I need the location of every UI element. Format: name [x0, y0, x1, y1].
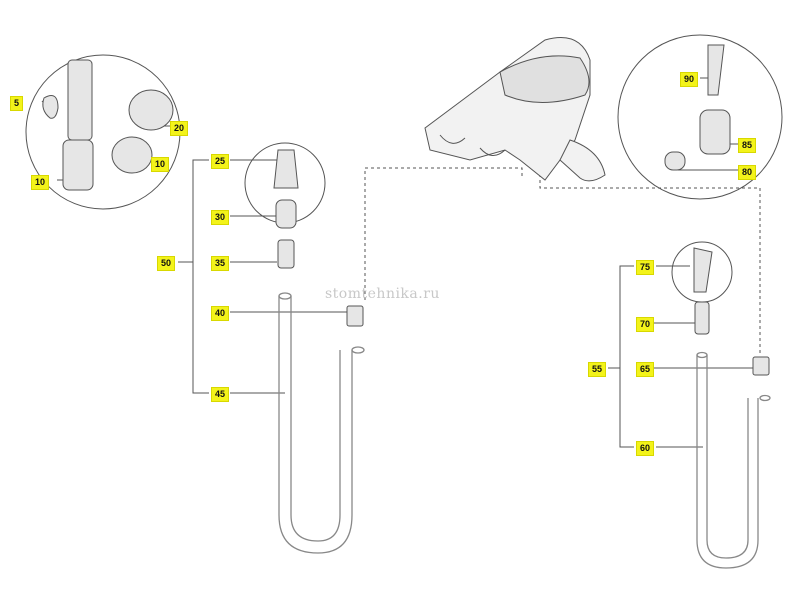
label-55: 55: [588, 362, 607, 377]
part-handle-left: [67, 59, 93, 141]
label-85: 85: [738, 138, 757, 153]
label-5: 5: [10, 96, 24, 111]
label-90: 90: [680, 72, 699, 87]
label-60: 60: [636, 441, 655, 456]
part-10-left: [62, 139, 94, 191]
label-25: 25: [211, 154, 230, 169]
label-10-right: 10: [151, 157, 170, 172]
label-45: 45: [211, 387, 230, 402]
label-50: 50: [157, 256, 176, 271]
detail-circle-left: [25, 54, 181, 210]
nut-65: [752, 356, 770, 376]
part-75: [693, 247, 713, 293]
nut-40: [346, 305, 364, 327]
label-40: 40: [211, 306, 230, 321]
part-90: [707, 44, 725, 96]
part-30: [275, 199, 297, 229]
part-70: [694, 301, 710, 335]
label-70: 70: [636, 317, 655, 332]
instrument-holder: [424, 37, 606, 182]
label-30: 30: [211, 210, 230, 225]
part-10-right: [111, 136, 153, 174]
part-85: [699, 109, 731, 155]
label-65: 65: [636, 362, 655, 377]
bracket-50: [192, 159, 209, 394]
hose-60: [696, 351, 771, 569]
part-25: [273, 149, 299, 189]
label-80: 80: [738, 165, 757, 180]
label-20: 20: [170, 121, 189, 136]
part-80: [664, 151, 686, 171]
part-35: [277, 239, 295, 269]
watermark-text: stomtehnika.ru: [325, 286, 440, 302]
hose-45: [278, 292, 365, 554]
part-5: [42, 95, 59, 119]
label-75: 75: [636, 260, 655, 275]
detail-circle-right: [617, 34, 783, 200]
part-20: [128, 89, 174, 131]
label-35: 35: [211, 256, 230, 271]
label-10-left: 10: [31, 175, 50, 190]
bracket-55: [619, 265, 634, 448]
